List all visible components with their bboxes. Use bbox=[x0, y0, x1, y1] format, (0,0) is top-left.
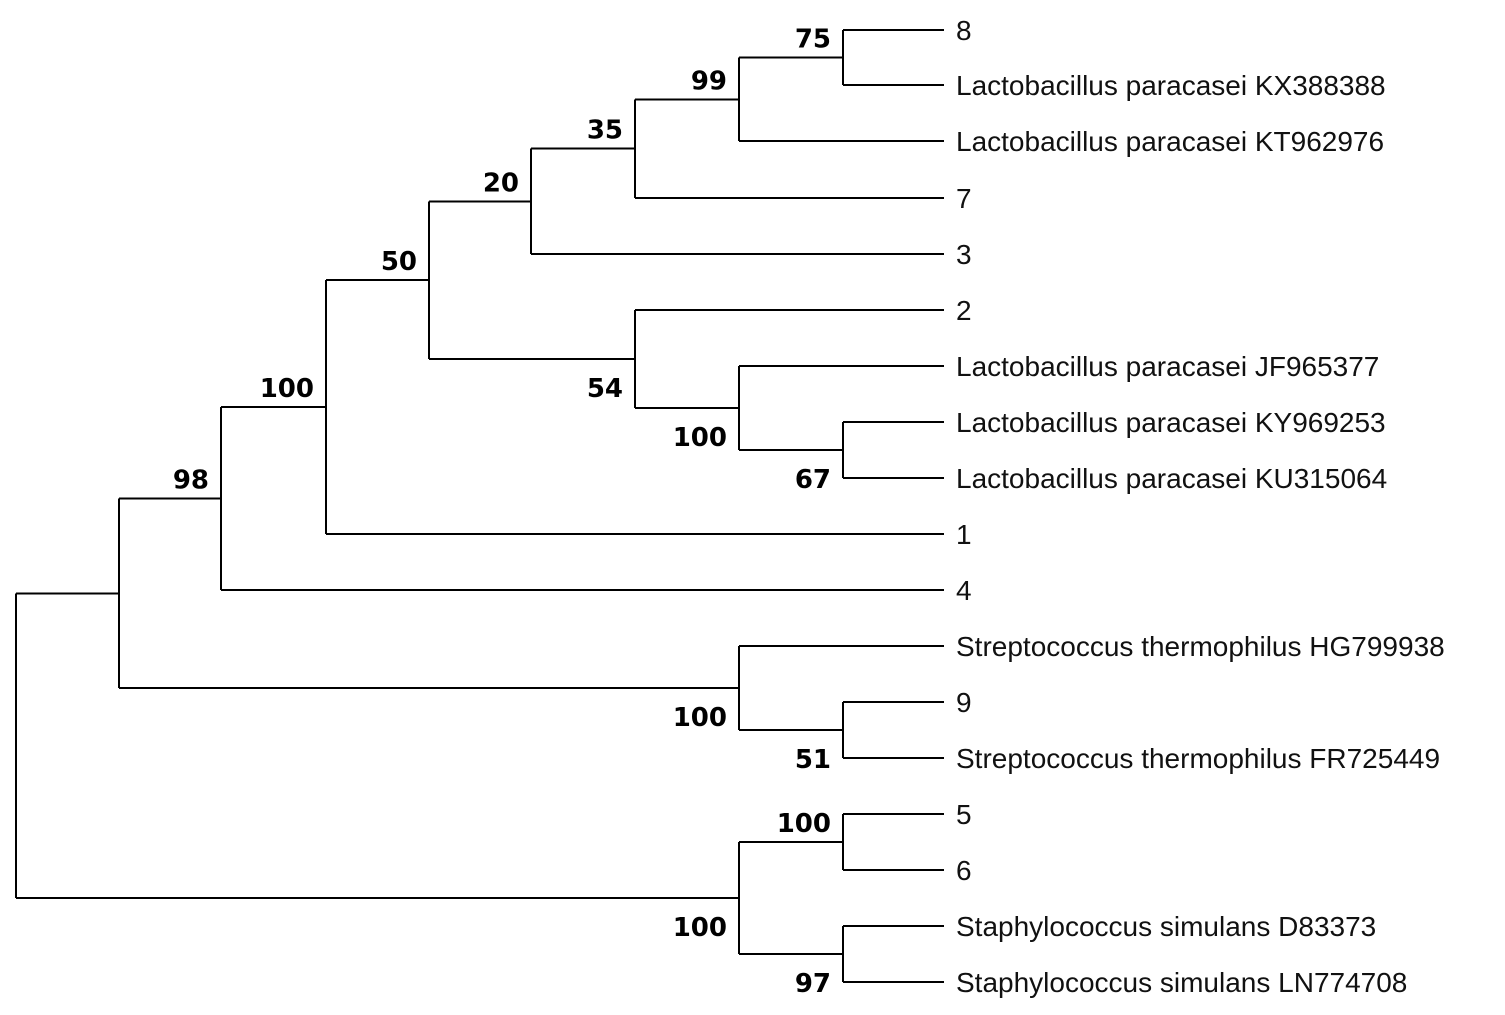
taxon-label-L12: 9 bbox=[956, 687, 972, 718]
support-value-N75: 75 bbox=[795, 25, 831, 55]
taxon-label-L8: Lactobacillus paracasei KU315064 bbox=[956, 463, 1387, 494]
taxon-label-L5: 2 bbox=[956, 295, 972, 326]
taxon-label-L1: Lactobacillus paracasei KX388388 bbox=[956, 70, 1386, 101]
taxon-label-L14: 5 bbox=[956, 799, 972, 830]
taxon-label-L4: 3 bbox=[956, 239, 972, 270]
tree-branches bbox=[15, 29, 944, 983]
support-value-N100b: 100 bbox=[260, 374, 314, 404]
support-value-N54: 54 bbox=[587, 374, 623, 404]
support-value-N100d: 100 bbox=[777, 809, 831, 839]
taxon-label-L2: Lactobacillus paracasei KT962976 bbox=[956, 126, 1384, 157]
taxon-label-L3: 7 bbox=[956, 183, 972, 214]
taxon-label-L15: 6 bbox=[956, 855, 972, 886]
support-value-N97: 97 bbox=[795, 969, 831, 999]
taxon-label-L16: Staphylococcus simulans D83373 bbox=[956, 911, 1376, 942]
taxon-label-L10: 4 bbox=[956, 575, 972, 606]
support-value-N50: 50 bbox=[381, 247, 417, 277]
taxon-label-L17: Staphylococcus simulans LN774708 bbox=[956, 967, 1407, 998]
taxon-label-L13: Streptococcus thermophilus FR725449 bbox=[956, 743, 1440, 774]
taxon-label-L0: 8 bbox=[956, 15, 972, 46]
taxon-label-L11: Streptococcus thermophilus HG799938 bbox=[956, 631, 1445, 662]
bootstrap-support-values: 75 99 35 20 67 100 54 50 100 98 51 100 100 97 100 bbox=[173, 25, 831, 1000]
support-value-N99: 99 bbox=[691, 66, 727, 96]
taxon-label-L7: Lactobacillus paracasei KY969253 bbox=[956, 407, 1386, 438]
support-value-N98: 98 bbox=[173, 466, 209, 496]
support-value-N100a: 100 bbox=[673, 423, 727, 453]
support-value-N100e: 100 bbox=[673, 913, 727, 943]
taxon-label-L9: 1 bbox=[956, 519, 972, 550]
taxon-label-L6: Lactobacillus paracasei JF965377 bbox=[956, 351, 1379, 382]
support-value-N67: 67 bbox=[795, 465, 831, 495]
support-value-N51: 51 bbox=[795, 745, 831, 775]
support-value-N35: 35 bbox=[587, 116, 623, 146]
support-value-N100c: 100 bbox=[673, 703, 727, 733]
support-value-N20: 20 bbox=[483, 168, 519, 198]
